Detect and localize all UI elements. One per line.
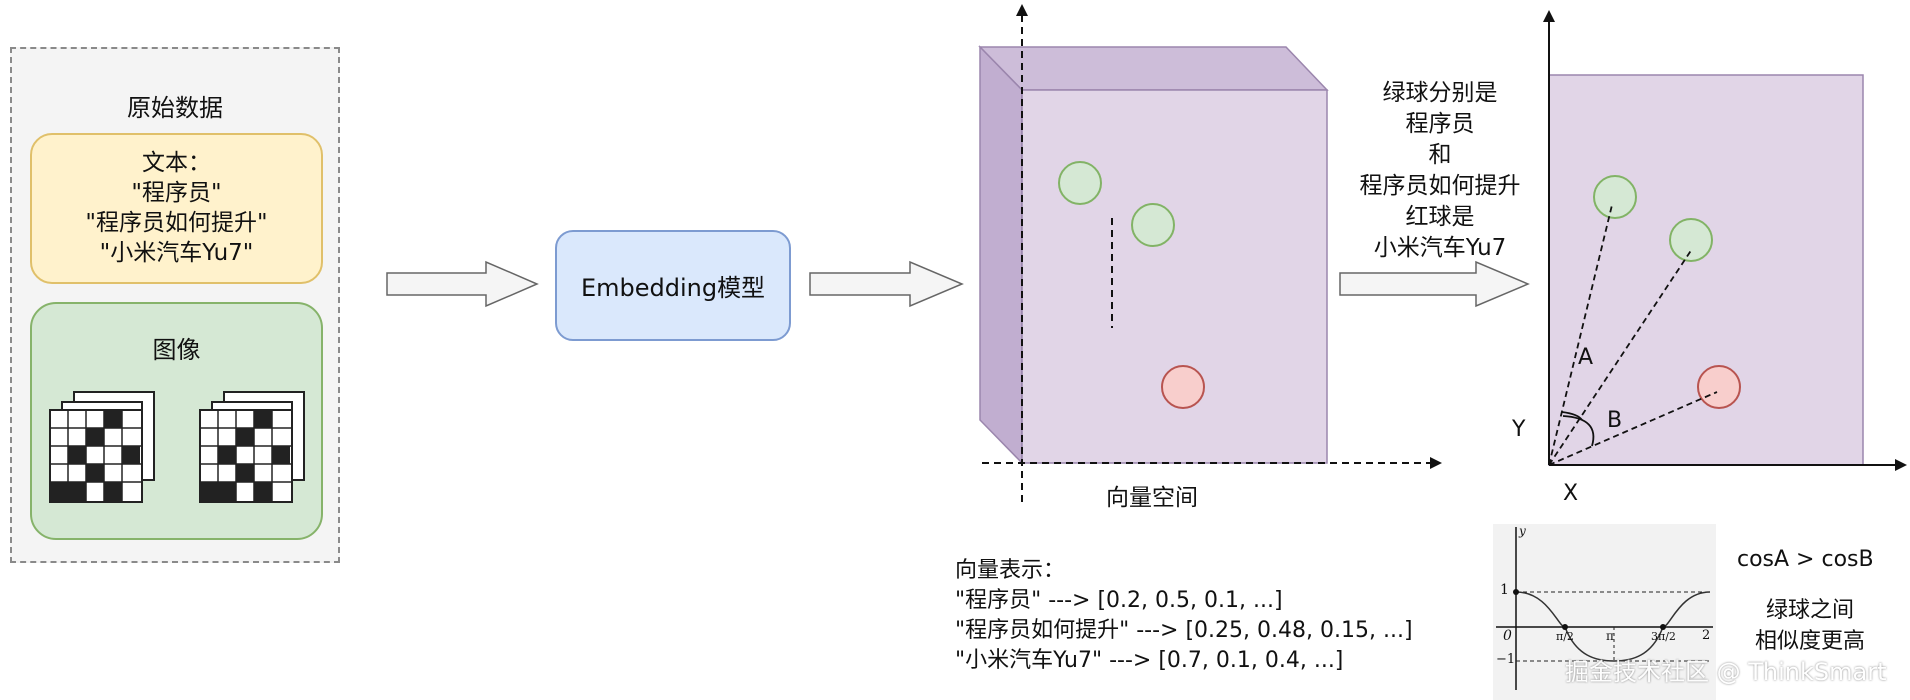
x-axis-label: X xyxy=(1563,481,1579,506)
similarity-line: 相似度更高 xyxy=(1754,629,1865,654)
flow-arrow-2 xyxy=(809,260,964,308)
angle-rays xyxy=(1548,204,1718,466)
cos-tick-neg-one: −1 xyxy=(1496,652,1516,667)
text-item-programmer: "程序员" xyxy=(131,180,222,206)
text-item-improve: "程序员如何提升" xyxy=(85,210,268,236)
vector-representation-text: 向量表示： "程序员" ---> [0.2, 0.5, 0.1, ...] "程… xyxy=(955,556,1413,676)
cos-tick-three-pi-half: 3π/2 xyxy=(1651,630,1676,643)
cos-origin: 0 xyxy=(1503,628,1512,644)
flow-arrow-3 xyxy=(1339,260,1530,308)
image-file-icon xyxy=(49,391,155,503)
vector-row: "程序员如何提升" ---> [0.25, 0.48, 0.15, ...] xyxy=(955,618,1413,643)
arc-angle-b xyxy=(1562,415,1595,447)
green-ball-improve xyxy=(1131,203,1175,247)
cos-comparison-text: cosA > cosB xyxy=(1737,547,1874,572)
angle-label-b: B xyxy=(1607,408,1623,433)
note-line: 和 xyxy=(1428,142,1452,168)
note-line: 绿球分别是 xyxy=(1382,80,1498,106)
embedding-model-label: Embedding模型 xyxy=(580,274,766,302)
vector-row: "程序员" ---> [0.2, 0.5, 0.1, ...] xyxy=(955,588,1283,613)
green-ball-programmer xyxy=(1058,161,1102,205)
image-file-icon xyxy=(199,391,305,503)
text-item-car: "小米汽车Yu7" xyxy=(99,240,254,266)
similarity-line: 绿球之间 xyxy=(1765,598,1854,623)
vector-row: "小米汽车Yu7" ---> [0.7, 0.1, 0.4, ...] xyxy=(955,648,1344,673)
vector-heading: 向量表示： xyxy=(955,558,1066,583)
note-line: 小米汽车Yu7 xyxy=(1373,235,1507,261)
cos-tick-pi: π xyxy=(1606,629,1614,643)
green-ball-1 xyxy=(1593,175,1637,219)
red-ball-car xyxy=(1161,365,1205,409)
red-ball xyxy=(1697,365,1741,409)
vector-space-label: 向量空间 xyxy=(1106,485,1198,511)
similarity-conclusion: 绿球之间 相似度更高 xyxy=(1740,595,1880,657)
raw-data-title: 原始数据 xyxy=(127,94,223,122)
cos-graph xyxy=(1493,524,1716,700)
embedding-model-box: Embedding模型 xyxy=(555,230,791,341)
cos-tick-pi-half: π/2 xyxy=(1556,630,1574,643)
cos-tick-one: 1 xyxy=(1500,582,1509,598)
text-data-lines: 文本： "程序员" "程序员如何提升" "小米汽车Yu7" xyxy=(30,148,323,268)
flow-arrow-1 xyxy=(386,260,539,308)
watermark: 掘金技术社区 @ ThinkSmart xyxy=(1565,658,1887,686)
note-line: 程序员 xyxy=(1405,111,1475,137)
ball-explanation-note: 绿球分别是 程序员 和 程序员如何提升 红球是 小米汽车Yu7 xyxy=(1340,78,1540,264)
text-data-box xyxy=(30,133,323,284)
angle-label-a: A xyxy=(1578,345,1594,370)
y-axis-label: Y xyxy=(1512,417,1526,442)
cos-tick-two: 2 xyxy=(1702,628,1711,643)
note-line: 程序员如何提升 xyxy=(1359,173,1521,199)
vector-space-box xyxy=(978,45,1329,465)
green-ball-2 xyxy=(1669,218,1713,262)
cos-y-label: y xyxy=(1519,524,1526,538)
note-line: 红球是 xyxy=(1405,204,1475,230)
image-data-title: 图像 xyxy=(152,336,201,364)
text-label: 文本： xyxy=(142,150,211,176)
